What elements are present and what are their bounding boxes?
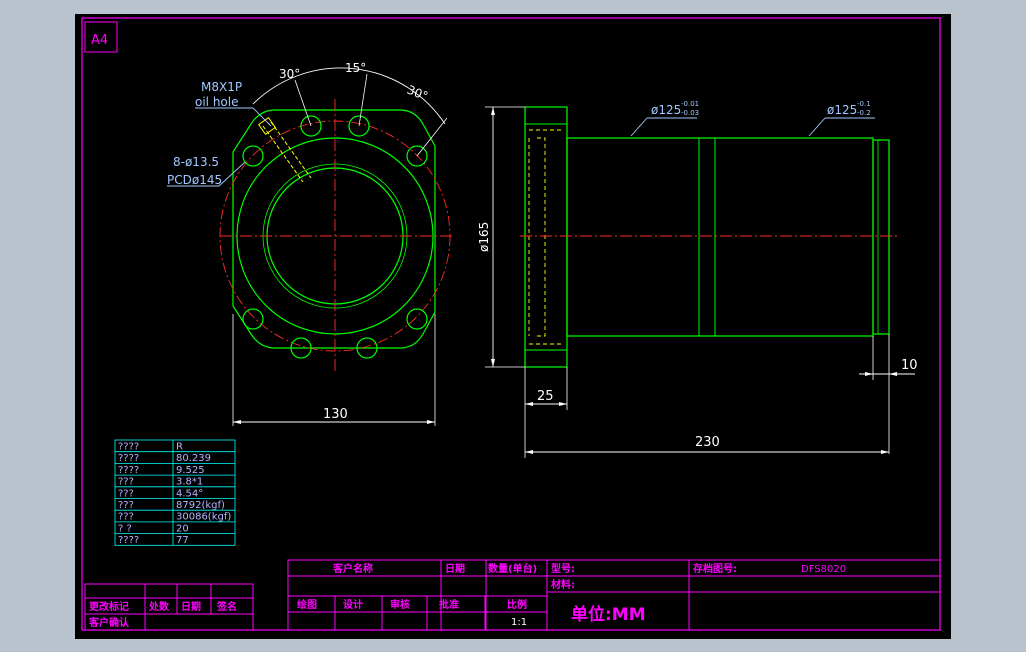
body-dia-1-label: ø125	[651, 103, 681, 117]
rev-date-label: 日期	[181, 600, 201, 613]
model-label: 型号:	[551, 562, 575, 575]
spec-row-value: R	[176, 442, 183, 453]
oil-hole-note: oil hole	[195, 95, 239, 109]
bore-thread-arc	[266, 167, 404, 305]
bolt-hole	[348, 115, 370, 137]
oil-hole-thread-label: M8X1P	[201, 80, 242, 94]
spec-row-value: 4.54°	[176, 488, 203, 499]
oil-hole	[257, 116, 312, 183]
angle-mid-label: 15°	[345, 61, 366, 75]
side-body	[566, 137, 874, 337]
flange-thickness-label: 25	[537, 389, 554, 404]
end-length-label: 10	[901, 358, 918, 373]
rev-mark-label: 更改标记	[89, 600, 129, 613]
title-block-text: 客户名称 日期 数量(单台) 型号: 存档图号: DFS8020 材料: 绘图 …	[88, 562, 846, 629]
drawing-frame: A4	[81, 17, 941, 631]
spec-row-value: 77	[176, 535, 189, 546]
body-dia-2-tol-lower: -0.2	[857, 109, 871, 117]
flange-dia-label: ø165	[477, 222, 491, 252]
bolt-hole	[300, 115, 322, 137]
spec-row-value: 80.239	[176, 453, 211, 464]
spec-row-label: ? ?	[118, 523, 132, 534]
outer-border	[81, 17, 941, 631]
bolt-hole	[290, 337, 312, 359]
hidden-lines	[528, 129, 563, 345]
title-block	[84, 559, 941, 631]
spec-table-border	[114, 439, 236, 546]
drawing-canvas: A4	[81, 17, 941, 631]
bolt-hole	[406, 308, 428, 330]
drawing-no-value: DFS8020	[801, 564, 846, 575]
spec-row-label: ???	[118, 500, 134, 511]
bolt-holes	[242, 115, 428, 359]
spec-row-value: 3.8*1	[176, 477, 203, 488]
spec-row-label: ????	[118, 442, 139, 453]
sheet-size-label: A4	[91, 33, 108, 48]
date-label: 日期	[445, 562, 465, 575]
spec-row-label: ???	[118, 477, 134, 488]
bolt-hole	[242, 308, 264, 330]
flange-outline	[232, 109, 436, 349]
quantity-label: 数量(单台)	[488, 562, 537, 575]
angle-dimension-arc	[252, 67, 446, 125]
material-label: 材料:	[551, 578, 575, 591]
spec-row-value: 9.525	[176, 465, 205, 476]
review-label: 审核	[390, 598, 410, 611]
spec-row-value: 30086(kgf)	[176, 512, 231, 523]
rev-sign-label: 签名	[216, 600, 237, 613]
drawn-label: 绘图	[297, 598, 317, 611]
scale-label: 比例	[507, 598, 527, 611]
bolt-hole	[242, 145, 264, 167]
side-flange	[524, 106, 568, 368]
angle-left-label: 30°	[279, 67, 300, 81]
body-dia-2-label: ø125	[827, 103, 857, 117]
spec-row-value: 8792(kgf)	[176, 500, 225, 511]
bolt-holes-label: 8-ø13.5	[173, 155, 219, 169]
width-dimension-label: 130	[323, 407, 348, 422]
body-dia-1-tol-lower: -0.03	[681, 109, 699, 117]
size-box	[84, 21, 118, 53]
side-end-ring	[872, 139, 890, 335]
bolt-hole	[406, 145, 428, 167]
side-view: ø165 ø125 -0.01 -0.03 ø125 -0.1 -0.2 25 …	[477, 100, 918, 458]
pcd-label: PCDø145	[167, 173, 222, 187]
drawing-sheet: A4	[75, 14, 951, 639]
spec-row-label: ????	[118, 453, 139, 464]
spec-row-value: 20	[176, 523, 189, 534]
spec-row-label: ???	[118, 512, 134, 523]
bolt-hole	[356, 337, 378, 359]
drawing-no-label: 存档图号:	[693, 562, 737, 575]
spec-row-label: ???	[118, 488, 134, 499]
total-length-label: 230	[695, 435, 720, 450]
spec-table: ???? R???? 80.239???? 9.525??? 3.8*1??? 4.54°…	[114, 439, 236, 546]
body-dia-2-tol-upper: -0.1	[857, 100, 871, 108]
spec-row-label: ????	[118, 465, 139, 476]
approve-label: 批准	[439, 598, 459, 611]
design-label: 设计	[343, 598, 363, 611]
unit-label: 单位:MM	[571, 604, 646, 625]
customer-name-label: 客户名称	[332, 562, 373, 575]
rev-count-label: 处数	[148, 600, 170, 613]
front-view: 30° 15° 30° M8X1P oil hole 8-ø13.5 PCDø1…	[167, 61, 453, 426]
spec-row-label: ????	[118, 535, 139, 546]
customer-confirm-label: 客户确认	[88, 616, 130, 629]
scale-value: 1:1	[511, 617, 527, 628]
body-dia-1-tol-upper: -0.01	[681, 100, 699, 108]
angle-right-label: 30°	[405, 83, 430, 104]
